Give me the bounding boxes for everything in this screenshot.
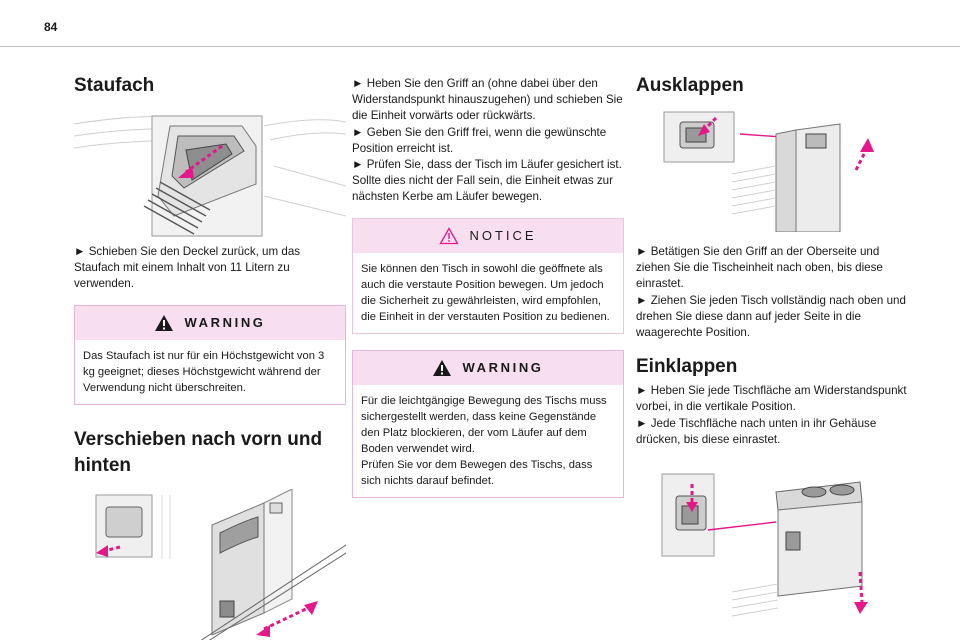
move-warning-text2: Prüfen Sie vor dem Bewegen des Tischs, d… [361, 457, 615, 489]
move-warning-box: WARNING Für die leichtgängige Bewegung d… [352, 350, 624, 498]
storage-warning-header: WARNING [75, 306, 345, 340]
top-rule [0, 46, 960, 47]
fold-step1: ► Heben Sie jede Tischfläche am Widersta… [636, 383, 908, 415]
move-notice-text: Sie können den Tisch in sowohl die geöff… [353, 253, 623, 333]
storage-warning-box: WARNING Das Staufach ist nur für ein Höc… [74, 305, 346, 405]
unfold-illustration [636, 104, 908, 232]
move-heading-line2: hinten [74, 455, 131, 476]
storage-warning-title: WARNING [184, 315, 265, 330]
storage-compartment-illustration [74, 106, 346, 238]
storage-warning-text: Das Staufach ist nur für ein Höchstgewic… [75, 340, 345, 404]
move-heading-line1: Verschieben nach vorn und [74, 429, 322, 450]
column-storage: Staufach ► Schieben Sie den Deckel zurüc [74, 60, 346, 640]
page-number: 84 [44, 20, 57, 34]
fold-step2: ► Jede Tischfläche nach unten in ihr Geh… [636, 416, 908, 448]
fold-illustration [636, 462, 908, 622]
move-step2: ► Geben Sie den Griff frei, wenn die gew… [352, 125, 624, 157]
move-warning-body: Für die leichtgängige Bewegung des Tisch… [353, 385, 623, 497]
warning-triangle-icon [154, 314, 174, 332]
move-step3: ► Prüfen Sie, dass der Tisch im Läufer g… [352, 157, 624, 206]
unfold-heading: Ausklappen [636, 74, 908, 98]
storage-heading: Staufach [74, 74, 346, 98]
move-warning-text1: Für die leichtgängige Bewegung des Tisch… [361, 393, 615, 457]
column-move: ► Heben Sie den Griff an (ohne dabei übe… [352, 76, 624, 498]
move-warning-header: WARNING [353, 351, 623, 385]
storage-instruction: ► Schieben Sie den Deckel zurück, um das… [74, 244, 346, 293]
move-notice-header: NOTICE [353, 219, 623, 253]
move-notice-title: NOTICE [469, 228, 536, 243]
move-heading: Verschieben nach vorn und hinten [74, 427, 346, 479]
notice-triangle-icon [439, 227, 459, 245]
move-warning-title: WARNING [462, 360, 543, 375]
column-unfold: Ausklappen ► Betätigen Sie den Griff an … [636, 60, 908, 622]
warning-triangle-icon [432, 359, 452, 377]
move-notice-box: NOTICE Sie können den Tisch in sowohl di… [352, 218, 624, 334]
move-step1: ► Heben Sie den Griff an (ohne dabei übe… [352, 76, 624, 125]
sliding-table-illustration [74, 489, 346, 640]
unfold-step2: ► Ziehen Sie jeden Tisch vollständig nac… [636, 293, 908, 342]
unfold-step1: ► Betätigen Sie den Griff an der Obersei… [636, 244, 908, 293]
fold-heading: Einklappen [636, 355, 908, 379]
